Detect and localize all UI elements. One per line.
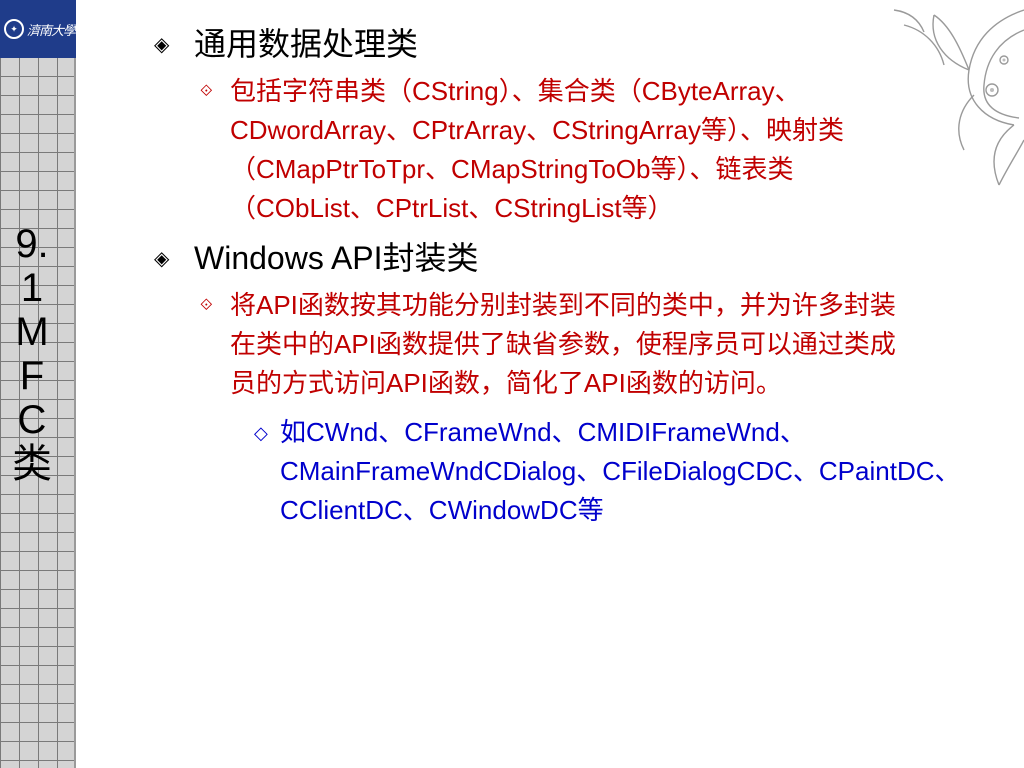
- butterfly-ornament-icon: [893, 9, 1024, 186]
- diamond-sub-bullet-icon: ⟐: [200, 297, 213, 314]
- example-text: 如CWnd、CFrameWnd、CMIDIFrameWnd、CMainFrame…: [280, 417, 961, 525]
- bullet-general-data-classes: ◈ 通用数据处理类: [150, 24, 1000, 64]
- hollow-diamond-bullet-icon: ◇: [254, 423, 268, 443]
- emblem-icon: ✦: [4, 19, 24, 39]
- left-grid-strip: [0, 0, 76, 768]
- bullet-windows-api-classes: ◈ Windows API封装类: [150, 238, 1000, 278]
- bullet-api-classes-detail: ⟐ 将API函数按其功能分别封装到不同的类中，并为许多封装在类中的API函数提供…: [200, 286, 910, 403]
- title-char: 1: [20, 266, 44, 310]
- detail-text: 将API函数按其功能分别封装到不同的类中，并为许多封装在类中的API函数提供了缺…: [230, 290, 896, 398]
- title-char: M: [15, 310, 49, 354]
- diamond-bullet-icon: ◈: [154, 32, 170, 56]
- title-char: 9.: [15, 222, 49, 266]
- title-char: C: [17, 398, 47, 442]
- heading-text: Windows API封装类: [194, 240, 479, 276]
- diamond-bullet-icon: ◈: [154, 246, 170, 270]
- title-char: 类: [12, 442, 52, 486]
- logo-text: 濟南大學: [27, 23, 76, 39]
- title-char: F: [19, 354, 45, 398]
- heading-text: 通用数据处理类: [194, 25, 419, 63]
- diamond-sub-bullet-icon: ⟐: [200, 83, 213, 100]
- vertical-section-title: 9. 1 M F C 类: [0, 222, 64, 486]
- university-logo: ✦ 濟南大學: [0, 0, 76, 58]
- bullet-data-classes-detail: ⟐ 包括字符串类（CString）、集合类（CByteArray、CDwordA…: [200, 72, 910, 228]
- slide-content: ◈ 通用数据处理类 ⟐ 包括字符串类（CString）、集合类（CByteArr…: [150, 24, 1000, 530]
- detail-text: 包括字符串类（CString）、集合类（CByteArray、CDwordArr…: [230, 76, 844, 223]
- bullet-api-classes-examples: ◇ 如CWnd、CFrameWnd、CMIDIFrameWnd、CMainFra…: [254, 413, 1000, 530]
